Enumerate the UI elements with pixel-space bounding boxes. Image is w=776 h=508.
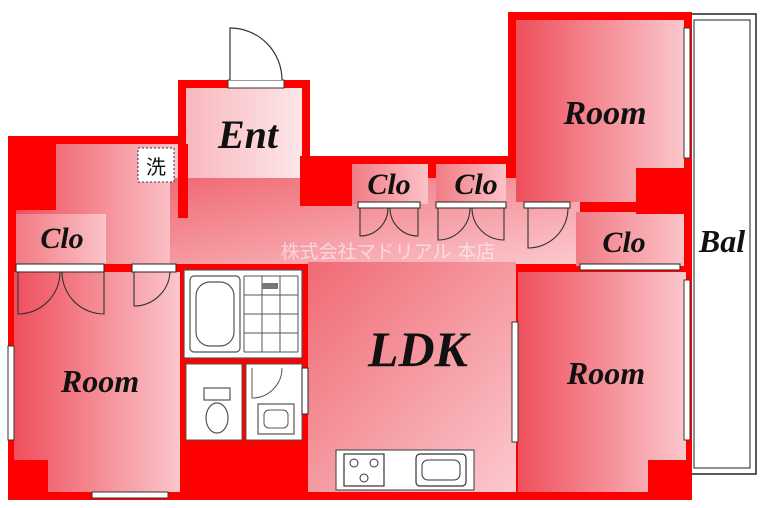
washing-machine-space: 洗 xyxy=(137,147,175,183)
toilet-icon xyxy=(205,402,229,434)
room-right-area xyxy=(518,272,686,492)
room-right-label: Room xyxy=(566,355,645,391)
entrance-area xyxy=(186,88,302,180)
closet-center-1-label: Clo xyxy=(367,168,410,201)
room-left-area xyxy=(14,272,180,492)
closet-center-2-label: Clo xyxy=(454,168,497,201)
columns xyxy=(8,136,692,500)
room-top-right-label: Room xyxy=(562,95,646,132)
room-labels: Ent Room Clo Clo Clo Clo Bal LDK Room Ro… xyxy=(40,95,745,399)
washbasin xyxy=(245,363,303,441)
closet-right-label: Clo xyxy=(602,226,645,259)
closet-center-2-area xyxy=(436,164,506,204)
balcony-label: Bal xyxy=(698,223,745,259)
windows xyxy=(7,27,691,499)
bathroom xyxy=(183,269,303,359)
kitchen-counter xyxy=(335,449,475,491)
closet-left-label: Clo xyxy=(40,222,83,255)
closet-right-area xyxy=(576,212,684,266)
entrance-door xyxy=(227,27,285,89)
room-left-label: Room xyxy=(60,363,139,399)
sink-icon xyxy=(415,453,467,487)
entrance-label: Ent xyxy=(217,112,280,157)
toilet-room xyxy=(185,363,243,441)
watermark: 株式会社マドリアル 本店 xyxy=(281,241,496,263)
ldk-label: LDK xyxy=(367,321,472,377)
closet-center-1-area xyxy=(350,164,428,204)
balcony xyxy=(687,13,757,475)
interior-doors xyxy=(15,201,681,415)
closet-left-area xyxy=(16,214,106,264)
washer-label: 洗 xyxy=(146,155,166,179)
stove-icon xyxy=(343,453,385,487)
